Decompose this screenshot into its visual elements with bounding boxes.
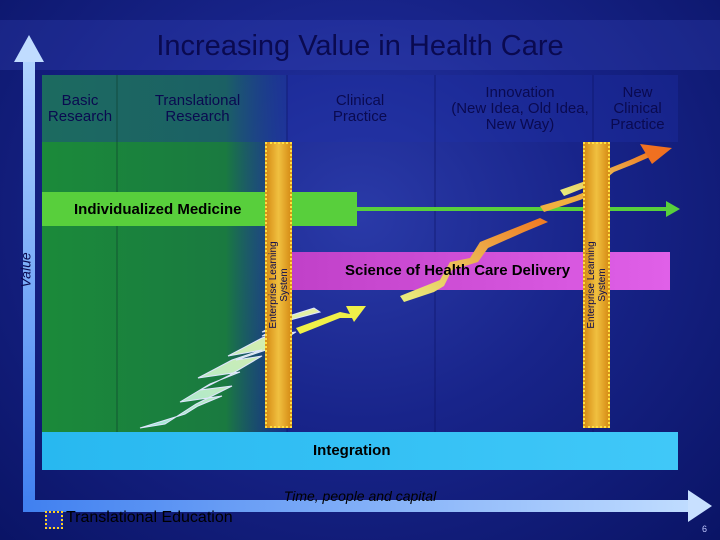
title-bar [0, 20, 720, 70]
enterprise-learning-system-band-1: Enterprise Learning System [265, 142, 292, 428]
column-header-new-clinical-practice: New Clinical Practice [610, 84, 665, 133]
y-axis-label: Value [17, 252, 34, 288]
page-number: 6 [702, 524, 708, 534]
x-axis-bar [23, 500, 691, 512]
translational-education-legend-swatch [45, 511, 63, 529]
science-delivery-label: Science of Health Care Delivery [345, 262, 571, 279]
header-strip [42, 75, 678, 142]
enterprise-learning-system-label-1: Enterprise Learning System [267, 241, 290, 329]
individualized-medicine-arrowhead [666, 201, 680, 217]
value-bolt-middle [296, 308, 360, 334]
column-header-basic-research: Basic Research [47, 92, 113, 125]
enterprise-learning-system-label-2: Enterprise Learning System [585, 241, 608, 329]
value-bolt-arrowhead [640, 144, 672, 164]
green-research-column [42, 75, 287, 470]
slide-title: Increasing Value in Health Care [156, 30, 564, 62]
value-bolt-arrowhead-mid [346, 306, 366, 322]
individualized-medicine-band [42, 192, 357, 226]
column-header-innovation: Innovation (New Idea, Old Idea, New Way) [451, 84, 589, 133]
value-bolt-upper [400, 218, 548, 302]
enterprise-learning-system-band-2: Enterprise Learning System [583, 142, 610, 428]
translational-education-legend-label: Translational Education [66, 509, 233, 526]
value-bolt-segment [540, 190, 594, 212]
integration-label: Integration [313, 442, 391, 459]
y-axis-arrowhead [14, 35, 44, 62]
x-axis-arrowhead [688, 490, 712, 522]
individualized-medicine-label: Individualized Medicine [74, 201, 242, 218]
column-header-translational-research: Translational Research [154, 92, 241, 125]
y-axis-bar [23, 60, 35, 510]
integration-band [42, 432, 678, 470]
column-header-clinical-practice: Clinical Practice [332, 92, 388, 125]
x-axis-label: Time, people and capital [283, 488, 437, 504]
